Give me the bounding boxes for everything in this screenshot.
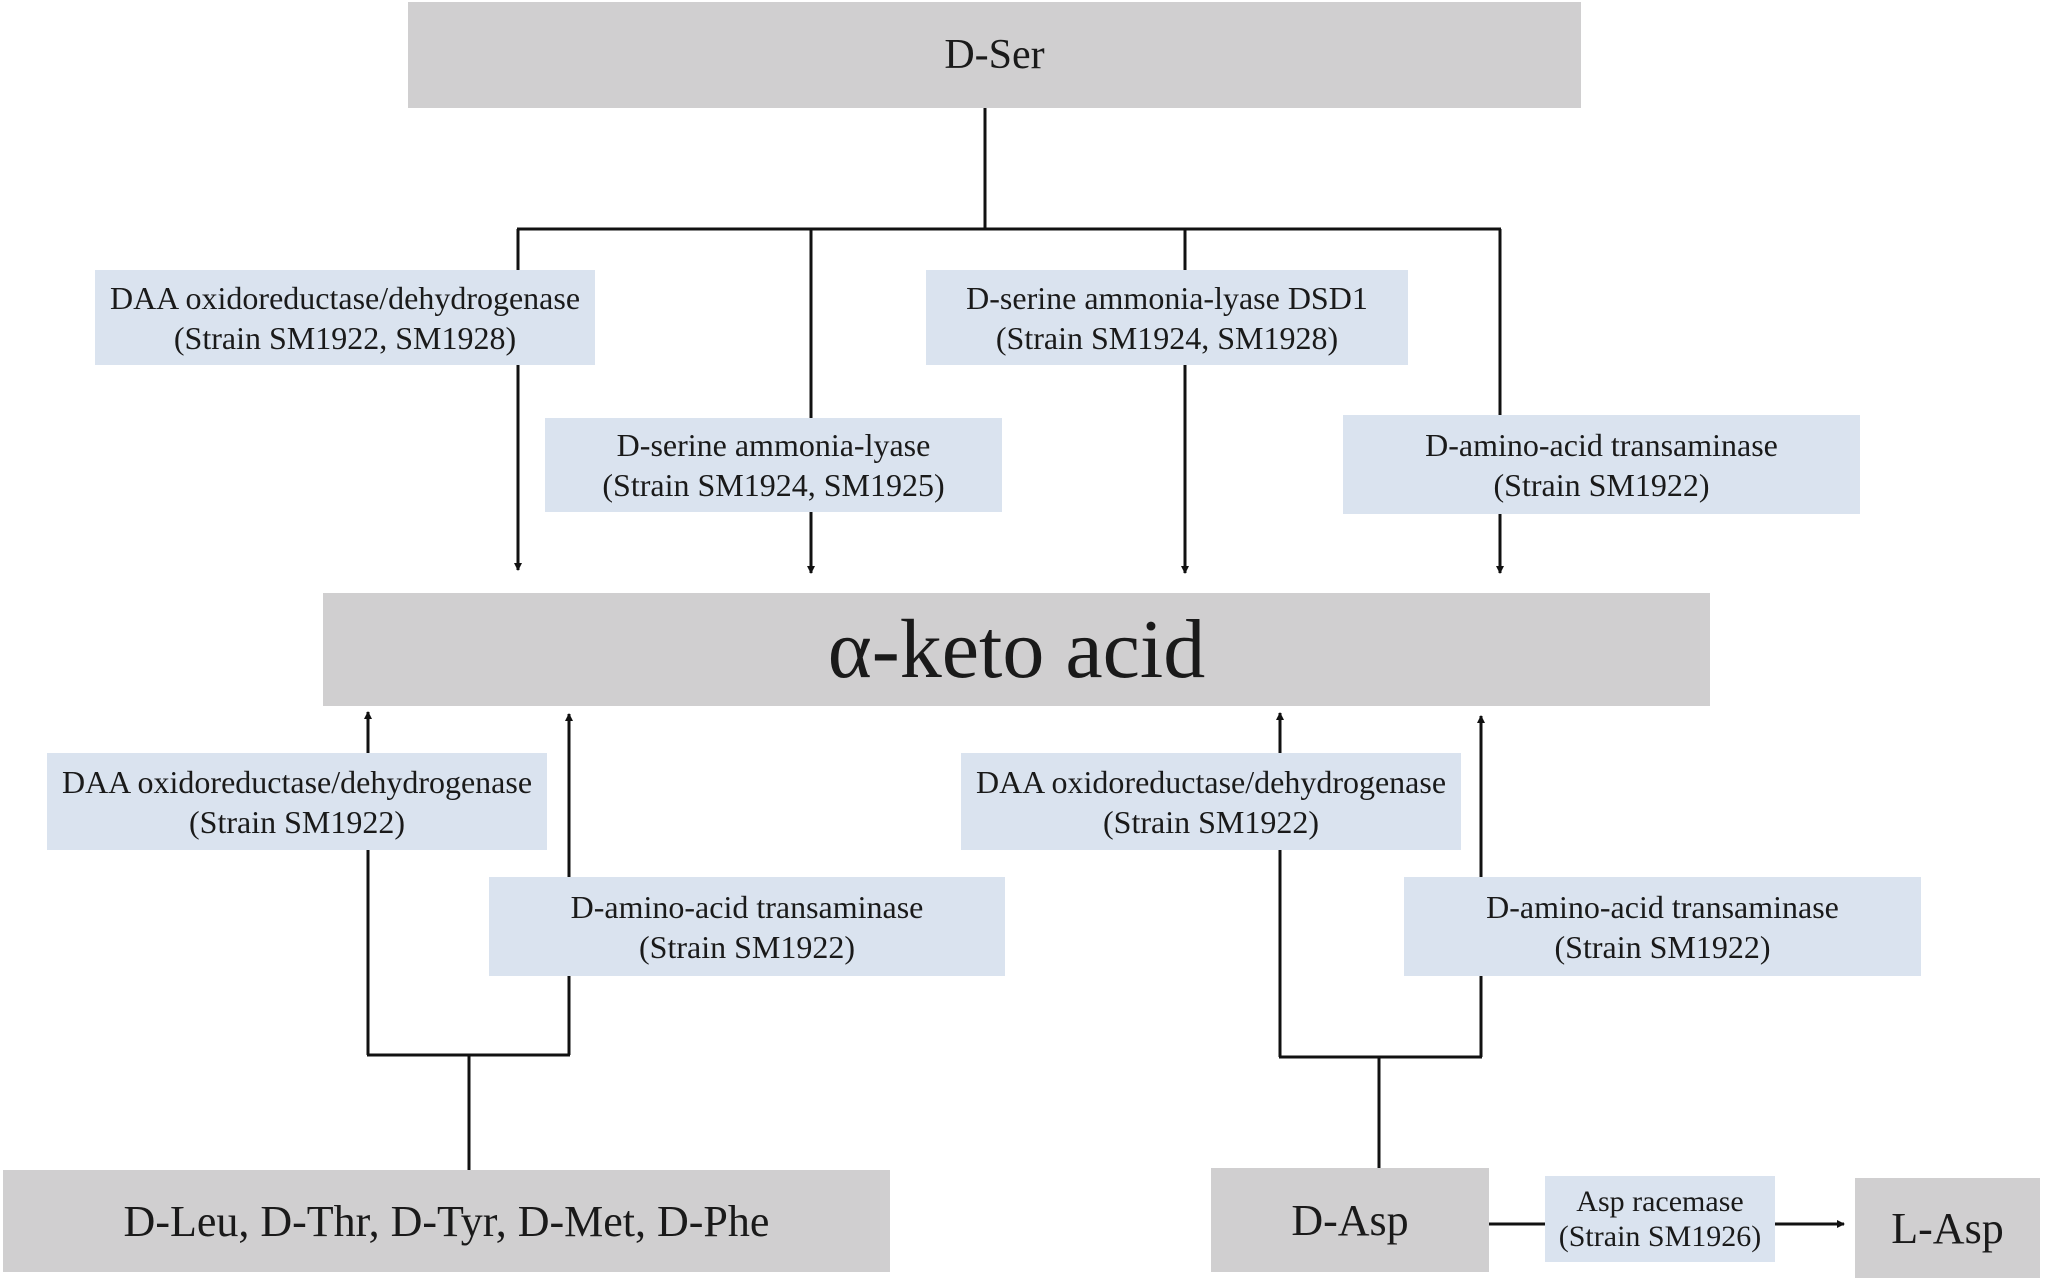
enzyme-name: D-amino-acid transaminase — [1486, 888, 1839, 925]
enzyme-strain: (Strain SM1922) — [639, 928, 855, 965]
enzyme-asp-daa-oxidoreductase: DAA oxidoreductase/dehydrogenase (Strain… — [961, 753, 1461, 850]
enzyme-ser-ammonia-lyase-dsd1: D-serine ammonia-lyase DSD1 (Strain SM19… — [926, 270, 1408, 365]
enzyme-strain: (Strain SM1922) — [1103, 803, 1319, 840]
enzyme-name: D-amino-acid transaminase — [570, 888, 924, 925]
enzyme-strain: (Strain SM1922) — [189, 803, 405, 840]
node-l-asp: L-Asp — [1855, 1178, 2040, 1278]
node-d-leu-group: D-Leu, D-Thr, D-Tyr, D-Met, D-Phe — [3, 1170, 890, 1272]
enzyme-name: DAA oxidoreductase/dehydrogenase — [61, 763, 533, 800]
enzyme-name: D-serine ammonia-lyase — [616, 427, 931, 463]
enzyme-ser-ammonia-lyase: D-serine ammonia-lyase (Strain SM1924, S… — [545, 418, 1002, 512]
enzyme-strain: (Strain SM1922) — [1493, 466, 1710, 503]
enzyme-strain: (Strain SM1926) — [1558, 1220, 1762, 1253]
node-l-asp-label: L-Asp — [1891, 1203, 2004, 1253]
node-alpha-keto-acid: α-keto acid — [323, 593, 1710, 706]
node-d-ser: D-Ser — [408, 2, 1581, 108]
node-d-ser-label: D-Ser — [944, 32, 1045, 78]
enzyme-strain: (Strain SM1924, SM1928) — [995, 319, 1339, 356]
enzyme-name: Asp racemase — [1576, 1185, 1744, 1218]
enzyme-asp-transaminase: D-amino-acid transaminase (Strain SM1922… — [1404, 877, 1921, 976]
enzyme-leu-daa-oxidoreductase: DAA oxidoreductase/dehydrogenase (Strain… — [47, 753, 547, 850]
enzyme-strain: (Strain SM1922) — [1554, 928, 1771, 965]
node-alpha-keto-acid-label: α-keto acid — [827, 603, 1206, 696]
enzyme-ser-daa-oxidoreductase: DAA oxidoreductase/dehydrogenase (Strain… — [95, 270, 595, 365]
enzyme-name: D-amino-acid transaminase — [1425, 426, 1778, 463]
enzyme-asp-racemase: Asp racemase (Strain SM1926) — [1545, 1176, 1775, 1262]
node-d-asp: D-Asp — [1211, 1168, 1489, 1272]
node-d-leu-group-label: D-Leu, D-Thr, D-Tyr, D-Met, D-Phe — [123, 1196, 770, 1246]
node-d-asp-label: D-Asp — [1291, 1195, 1409, 1245]
enzyme-strain: (Strain SM1924, SM1925) — [602, 467, 945, 503]
enzyme-name: DAA oxidoreductase/dehydrogenase — [109, 279, 581, 316]
enzyme-ser-transaminase: D-amino-acid transaminase (Strain SM1922… — [1343, 415, 1860, 514]
enzyme-name: DAA oxidoreductase/dehydrogenase — [975, 763, 1447, 800]
enzyme-name: D-serine ammonia-lyase DSD1 — [966, 279, 1368, 316]
enzyme-leu-transaminase: D-amino-acid transaminase (Strain SM1922… — [489, 877, 1005, 976]
enzyme-strain: (Strain SM1922, SM1928) — [173, 319, 517, 356]
